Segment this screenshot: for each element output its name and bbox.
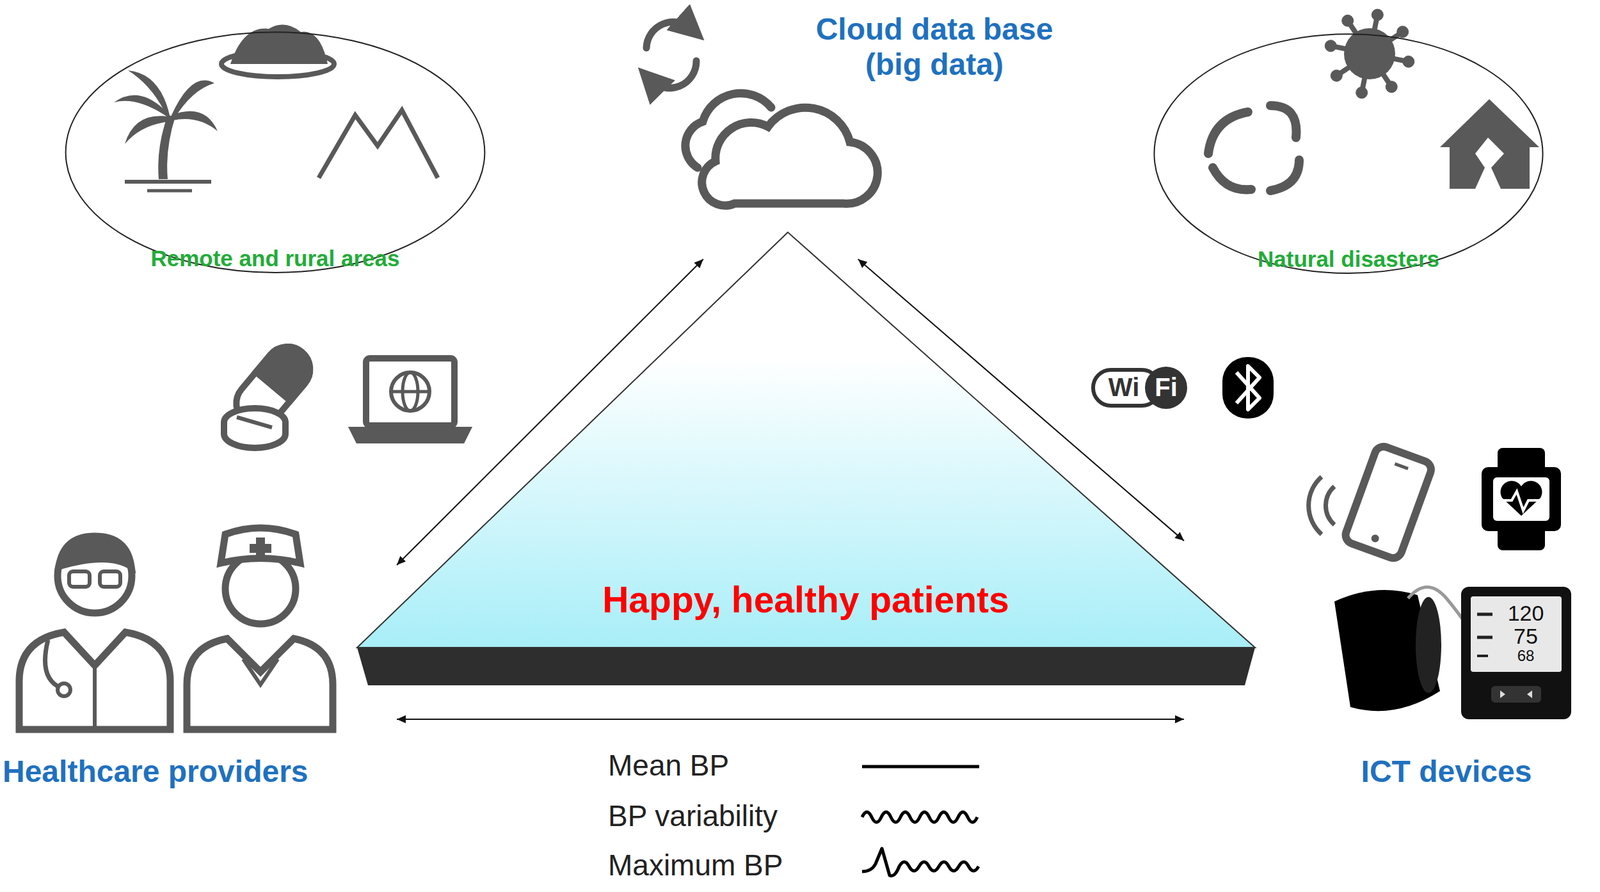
connector-arrow bbox=[396, 718, 1184, 720]
node-label: Happy, healthy patients bbox=[485, 579, 1126, 622]
node-label: ICT devices bbox=[1299, 753, 1594, 790]
rural-icons bbox=[113, 24, 438, 191]
wifi-logo-text: Wi bbox=[1095, 373, 1152, 402]
cloud-icon bbox=[646, 21, 878, 206]
node-label: Cloud data base (big data) bbox=[793, 11, 1076, 82]
legend-line-sample bbox=[862, 848, 979, 877]
region-ellipse: Natural disasters bbox=[1152, 32, 1545, 275]
disaster-icons bbox=[1208, 8, 1540, 191]
legend-text: BP variability bbox=[608, 800, 778, 833]
triangle-base bbox=[357, 647, 1256, 686]
display-reading: 120 bbox=[1495, 601, 1557, 626]
legend-line-sample bbox=[862, 765, 980, 769]
wireless-icons bbox=[1093, 357, 1274, 419]
ellipse-outline bbox=[64, 30, 487, 274]
patient-triangle: Happy, healthy patients bbox=[357, 232, 1256, 686]
region-ellipse: Remote and rural areas bbox=[64, 30, 487, 274]
ellipse-shape bbox=[1153, 33, 1543, 274]
node-label: Remote and rural areas bbox=[96, 245, 455, 272]
medicine-icons bbox=[224, 337, 468, 448]
ellipse-outline bbox=[1152, 32, 1545, 275]
display-reading: 68 bbox=[1495, 647, 1557, 665]
triangle-shape bbox=[357, 232, 1256, 648]
legend-line-sample bbox=[862, 812, 978, 823]
node-label: Natural disasters bbox=[1178, 246, 1519, 272]
wifi-logo-text: Fi bbox=[1145, 373, 1187, 402]
provider-icons bbox=[19, 528, 333, 730]
ellipse-shape bbox=[65, 32, 486, 273]
legend-text: Mean BP bbox=[608, 749, 729, 783]
ict-device-icons bbox=[1308, 444, 1572, 720]
provider-group: Healthcare providers bbox=[0, 531, 397, 800]
cloud-node: Cloud data base (big data) bbox=[665, 11, 1204, 260]
display-reading: 75 bbox=[1495, 624, 1557, 649]
legend-text: Maximum BP bbox=[608, 849, 783, 882]
node-label: Healthcare providers bbox=[2, 753, 393, 790]
